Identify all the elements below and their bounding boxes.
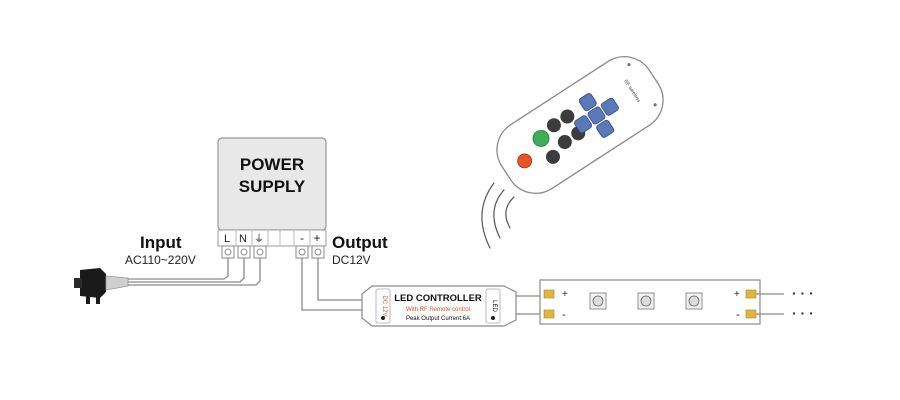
controller-title: LED CONTROLLER [394,293,482,304]
screw [314,248,322,256]
solder-pad-left-minus [543,309,555,319]
led-chip [637,292,655,310]
controller-left-cap [375,288,391,324]
dc-output-wires [301,258,372,311]
continuation-dots-bottom: · · · [792,305,814,321]
dark-key [545,149,560,164]
remote-indicator-dot [653,103,657,107]
output-label: Output [332,233,388,252]
controller-subtitle: With RF Remote control [406,307,470,313]
controller-output-marking: LED [491,300,497,312]
input-voltage: AC110~220V [125,253,196,267]
key-up [578,93,597,112]
screw [224,248,232,256]
solder-pad-left-plus [543,289,555,299]
ac-plug [74,268,129,304]
wire-ground [128,258,261,286]
wire-dc-minus [301,258,372,311]
wire-dc-plus [317,258,372,301]
power-supply-title-1: POWER [240,155,304,174]
led-controller: DC 12V LED LED CONTROLLER With RF Remote… [361,285,517,327]
key-down [596,119,615,138]
strip-continuation-wires [756,293,784,315]
blue-direction-keys [574,93,619,138]
strip-plus-label-left: + [562,289,568,300]
plug-body [80,268,106,298]
controller-indicator-dot [381,316,385,320]
plug-strain-relief [105,275,129,291]
solder-pad-right-plus [745,289,757,299]
wire-live [128,258,229,280]
controller-input-marking: DC 12V [381,295,387,316]
dark-key [546,118,561,133]
screw [298,248,306,256]
wire-neutral [128,258,245,283]
terminal-ground-label: ⏚ [254,233,264,245]
dark-key [557,135,572,150]
key-center [587,106,606,125]
terminal-plus-label: + [313,231,320,245]
terminal-block [217,229,327,247]
dark-key [560,109,575,124]
controller-body [361,285,517,327]
key-right [600,97,619,116]
screw [240,248,248,256]
strip-plus-label-right: + [734,289,740,300]
screw-terminals [221,245,325,259]
green-key [532,129,550,147]
strip-minus-label-right: - [736,309,740,321]
remote-indicator-dot [627,62,631,67]
power-supply-title-2: SUPPLY [239,177,306,196]
controller-spec: Peak Output Current:6A [406,316,470,322]
continuation-dots-top: · · · [792,285,814,301]
wireless-signal-icon [481,182,515,249]
screw [256,248,264,256]
led-chip [589,292,607,310]
ac-cord [128,258,261,286]
led-strip: + - + - [539,279,761,325]
power-key [517,153,533,169]
rf-remote: RF wireless [496,56,664,194]
terminal-n-label: N [239,233,247,245]
power-supply: POWER SUPPLY L N ⏚ - + [217,137,327,259]
led-chip [685,292,703,310]
key-left [574,115,592,134]
terminal-l-label: L [224,233,230,245]
plug-prong [86,294,90,304]
controller-right-cap [485,288,501,324]
input-label: Input [140,233,182,252]
solder-pad-right-minus [745,309,757,319]
strip-body [539,279,761,325]
controller-indicator-dot [491,316,495,320]
plug-prong [96,294,100,304]
plug-pin [74,278,82,288]
output-voltage: DC12V [332,253,371,267]
terminal-minus-label: - [300,231,304,245]
strip-minus-label-left: - [562,309,566,321]
